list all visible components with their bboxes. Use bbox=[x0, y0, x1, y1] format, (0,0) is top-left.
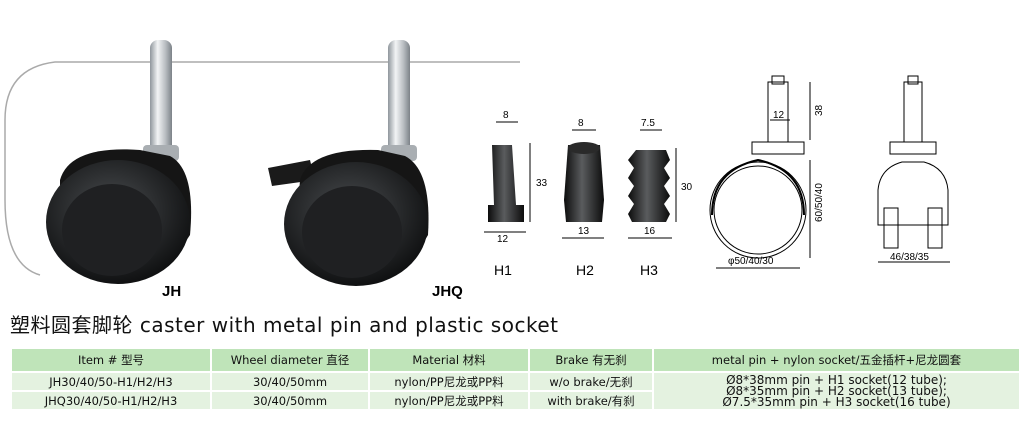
table-row: JH30/40/50-H1/H2/H3 30/40/50mm nylon/PP尼… bbox=[11, 372, 1020, 410]
front-view-width-dim: 46/38/35 bbox=[890, 252, 929, 263]
caster-jhq-photo bbox=[268, 40, 429, 286]
cell-item: JH30/40/50-H1/H2/H3 bbox=[11, 372, 211, 391]
socket-h1-bottom-dim: 12 bbox=[497, 234, 509, 245]
cell-socket-details: Ø8*38mm pin + H1 socket(12 tube); Ø8*35m… bbox=[653, 372, 1020, 410]
caster-jh-label: JH bbox=[162, 283, 181, 300]
socket-h3-bottom-dim: 16 bbox=[644, 226, 656, 237]
socket-h1-top-dim: 8 bbox=[503, 110, 509, 121]
cell-material: nylon/PP尼龙或PP料 bbox=[369, 372, 529, 391]
socket-h3-drawing: 7.5 16 30 H3 bbox=[628, 118, 693, 278]
table-header-row: Item # 型号 Wheel diameter 直径 Material 材料 … bbox=[11, 348, 1020, 372]
socket-h3-top-dim: 7.5 bbox=[641, 118, 655, 129]
socket-h1-label: H1 bbox=[494, 262, 512, 278]
header-wheel-diameter: Wheel diameter 直径 bbox=[211, 348, 369, 372]
socket-h2-top-dim: 8 bbox=[578, 118, 584, 129]
socket-h3-label: H3 bbox=[640, 262, 658, 278]
frame-line bbox=[4, 61, 520, 276]
socket-detail-line: Ø8*38mm pin + H1 socket(12 tube); bbox=[726, 372, 947, 387]
header-pin-socket: metal pin + nylon socket/五金插杆+尼龙圆套 bbox=[653, 348, 1020, 372]
socket-h3-height-dim: 30 bbox=[681, 182, 693, 193]
side-view-drawing bbox=[709, 75, 811, 269]
socket-h1-drawing: 8 12 33 H1 bbox=[484, 110, 548, 278]
caster-jhq-label: JHQ bbox=[432, 283, 463, 300]
side-view-wheel-diameter: φ50/40/30 bbox=[728, 256, 774, 267]
cell-item: JHQ30/40/50-H1/H2/H3 bbox=[11, 391, 211, 410]
caster-jh-photo bbox=[46, 40, 192, 284]
socket-detail-line: Ø7.5*35mm pin + H3 socket(16 tube) bbox=[722, 394, 951, 409]
socket-h1-height-dim: 33 bbox=[536, 178, 548, 189]
header-material: Material 材料 bbox=[369, 348, 529, 372]
cell-brake: with brake/有刹 bbox=[529, 391, 653, 410]
header-brake: Brake 有无刹 bbox=[529, 348, 653, 372]
cell-material: nylon/PP尼龙或PP料 bbox=[369, 391, 529, 410]
cell-diameter: 30/40/50mm bbox=[211, 391, 369, 410]
socket-h2-drawing: 8 13 H2 bbox=[562, 118, 604, 278]
side-view-total-height: 60/50/40 bbox=[814, 183, 825, 222]
socket-h2-bottom-dim: 13 bbox=[578, 226, 590, 237]
cell-diameter: 30/40/50mm bbox=[211, 372, 369, 391]
table-row: JHQ30/40/50-H1/H2/H3 30/40/50mm nylon/PP… bbox=[11, 391, 1020, 410]
front-view-drawing bbox=[877, 75, 950, 263]
page-title: 塑料圆套脚轮 caster with metal pin and plastic… bbox=[10, 313, 559, 337]
spec-table: Item # 型号 Wheel diameter 直径 Material 材料 … bbox=[11, 348, 1020, 410]
side-view-pin-dim: 12 bbox=[773, 110, 785, 121]
cell-brake: w/o brake/无刹 bbox=[529, 372, 653, 391]
socket-h2-label: H2 bbox=[576, 262, 594, 278]
side-view-pin-height: 38 bbox=[814, 104, 825, 116]
socket-detail-line: Ø8*35mm pin + H2 socket(13 tube); bbox=[726, 383, 947, 398]
header-item: Item # 型号 bbox=[11, 348, 211, 372]
product-figure: JH JHQ 8 12 33 H1 8 13 H2 7.5 16 bbox=[4, 40, 950, 300]
